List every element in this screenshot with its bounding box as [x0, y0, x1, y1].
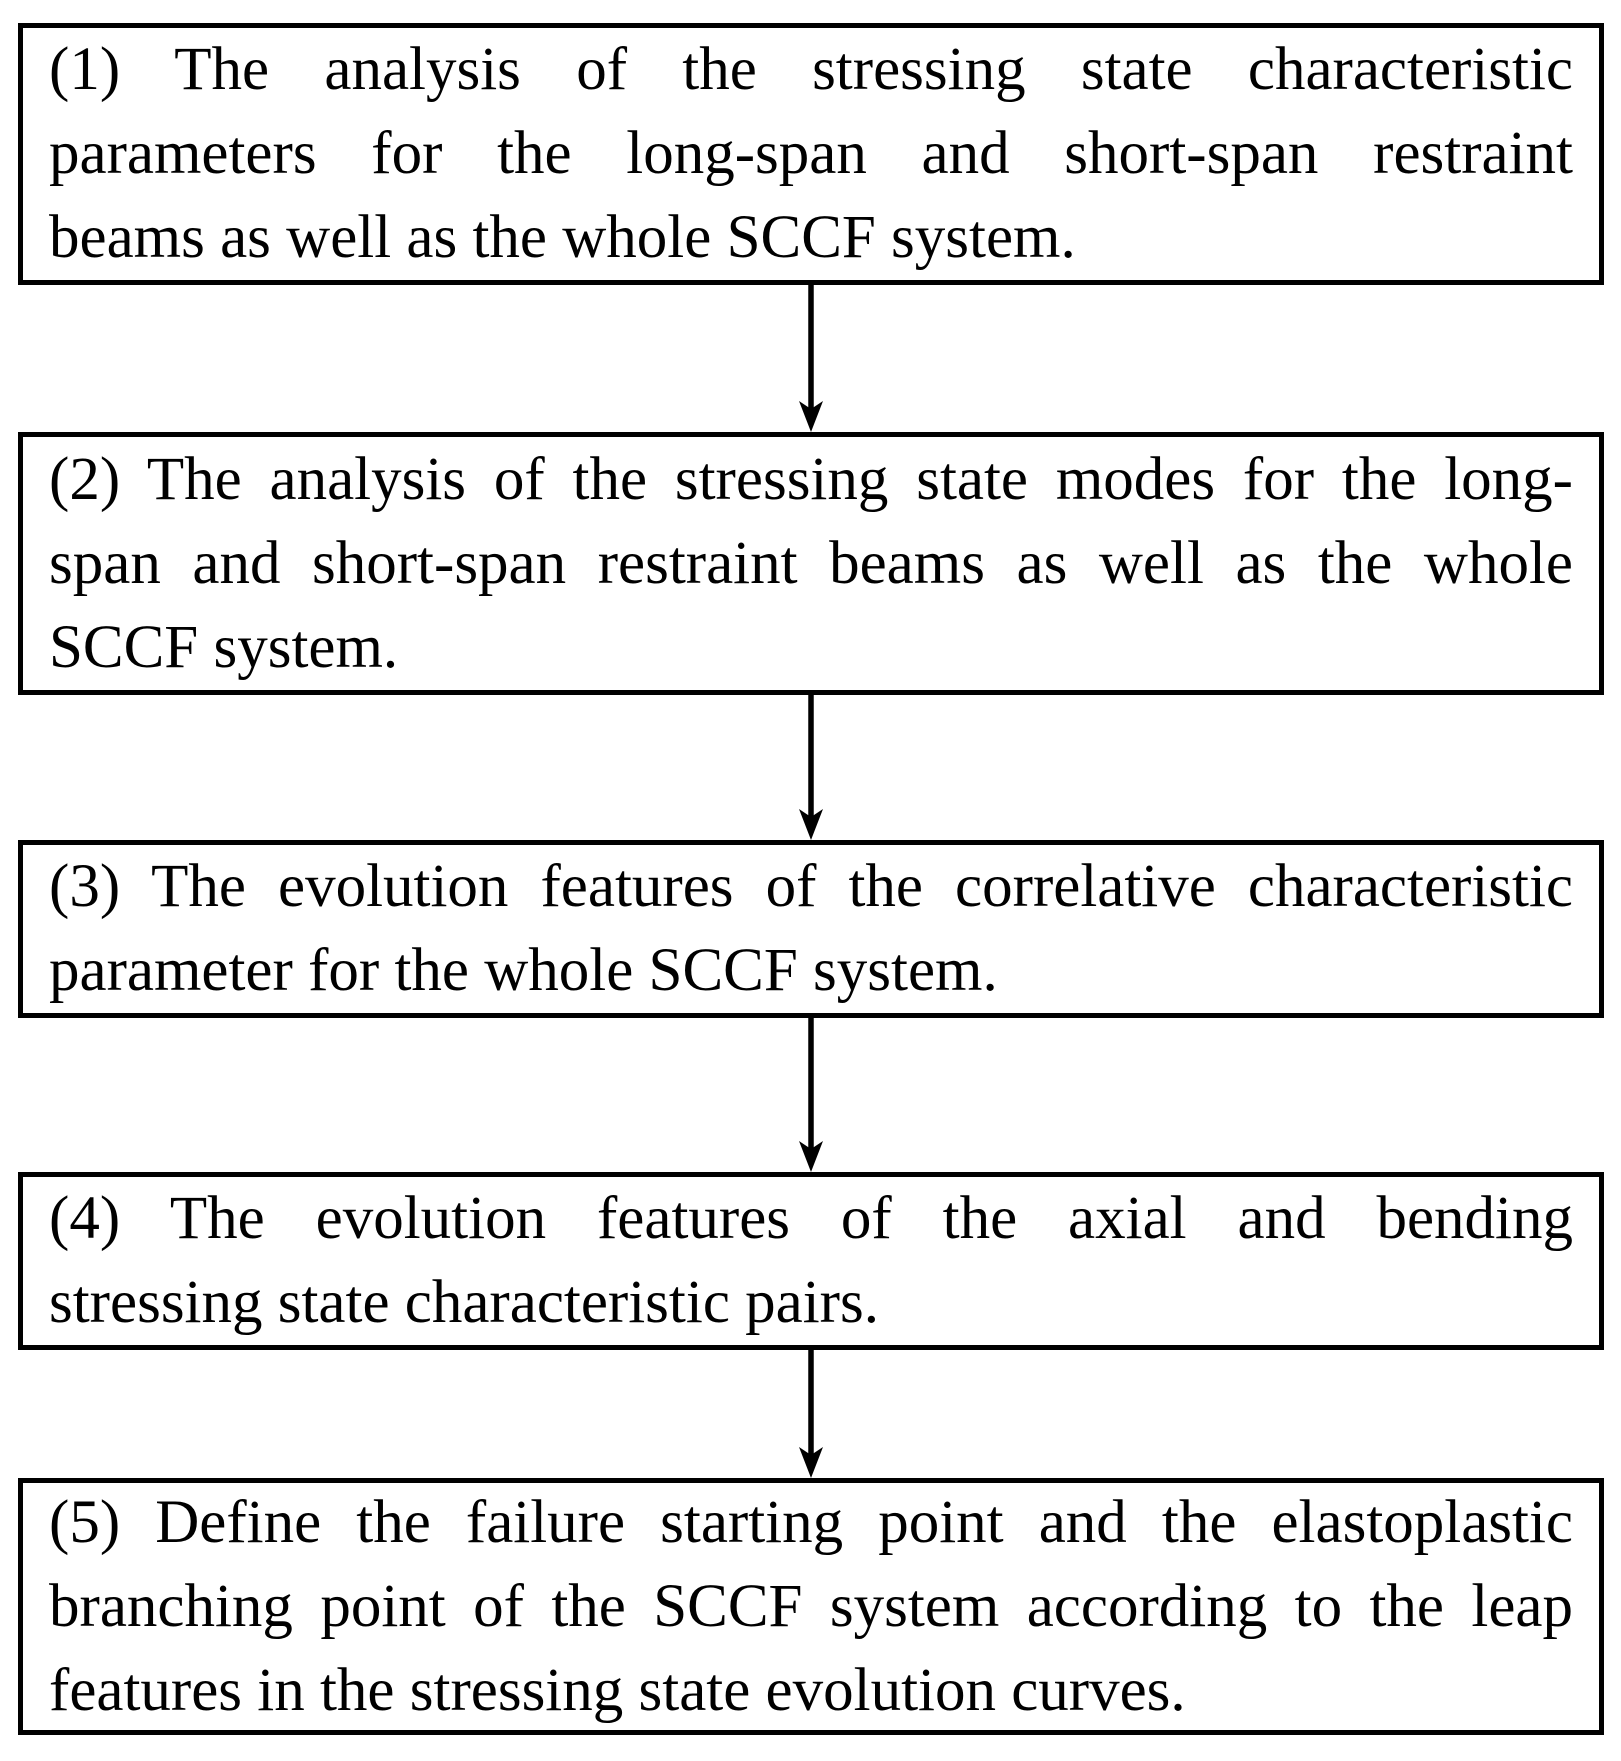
- flow-step-1-line-3: beams as well as the whole SCCF system.: [49, 204, 1076, 271]
- down-arrow-icon: [799, 1350, 823, 1478]
- flow-step-5-line-1: (5) Define the failure starting point an…: [49, 1488, 1573, 1556]
- flow-step-1: (1) The analysis of the stressing state …: [18, 23, 1604, 285]
- down-arrow-icon: [799, 1018, 823, 1172]
- down-arrow-2: [18, 695, 1604, 840]
- flow-step-2-line-1: (2) The analysis of the stressing state …: [49, 445, 1573, 513]
- down-arrow-3: [18, 1018, 1604, 1172]
- down-arrow-icon: [799, 285, 823, 432]
- flow-step-2-line-2: span and short-span restraint beams as w…: [49, 529, 1573, 597]
- flow-step-1-line-1: (1) The analysis of the stressing state …: [49, 36, 1573, 103]
- flow-step-5-line-2: branching point of the SCCF system accor…: [49, 1572, 1573, 1640]
- down-arrow-1: [18, 285, 1604, 432]
- flow-step-4-line-2: stressing state characteristic pairs.: [49, 1269, 879, 1336]
- flow-step-5-line-3: features in the stressing state evolutio…: [49, 1656, 1186, 1724]
- flow-step-3-line-2: parameter for the whole SCCF system.: [49, 937, 998, 1004]
- flow-step-1-line-2: parameters for the long-span and short-s…: [49, 120, 1573, 187]
- down-arrow-4: [18, 1350, 1604, 1478]
- down-arrow-icon: [799, 695, 823, 840]
- flow-step-2: (2) The analysis of the stressing state …: [18, 432, 1604, 695]
- flow-step-2-line-3: SCCF system.: [49, 613, 399, 681]
- flow-step-4: (4) The evolution features of the axial …: [18, 1172, 1604, 1350]
- flow-step-3-line-1: (3) The evolution features of the correl…: [49, 853, 1573, 920]
- flow-step-3: (3) The evolution features of the correl…: [18, 840, 1604, 1018]
- flow-step-4-line-1: (4) The evolution features of the axial …: [49, 1185, 1573, 1252]
- flow-step-5: (5) Define the failure starting point an…: [18, 1478, 1604, 1735]
